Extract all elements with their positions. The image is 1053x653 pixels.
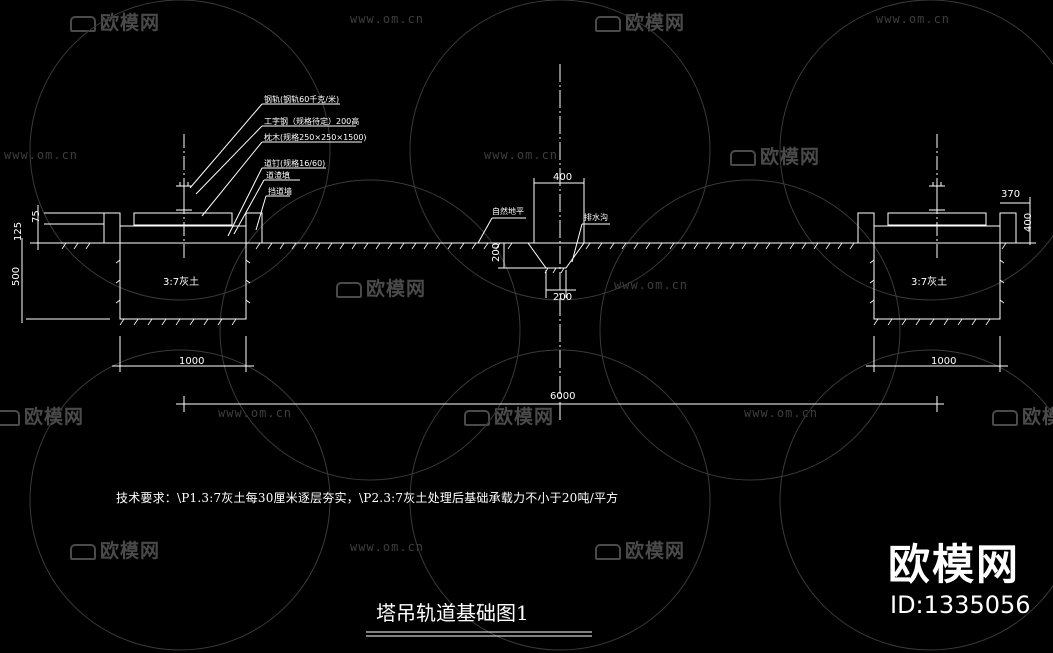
label-sleeper: 枕木(规格250×250×1500): [264, 133, 367, 142]
label-natural-ground: 自然地平: [492, 207, 524, 216]
brand-overlay-id: ID:1335056: [890, 591, 1031, 619]
watermark-url: www.om.cn: [484, 148, 559, 162]
watermark-brand: 欧模网: [70, 8, 160, 35]
watermark-brand: 欧模网: [0, 402, 84, 429]
left-curb-right: [245, 212, 263, 244]
dim-right-400: 400: [1023, 212, 1034, 232]
label-i-beam: 工字钢（规格待定）200高: [264, 117, 360, 126]
label-rail: 钢轨(钢轨60千克/米): [264, 95, 340, 104]
watermark-brand: 欧模网: [595, 536, 685, 563]
watermark-brand: 欧模网: [595, 8, 685, 35]
watermark-logo-icon: [595, 543, 621, 560]
watermark-brand: 欧模网: [992, 402, 1053, 429]
label-soil-left: 3:7灰土: [163, 277, 200, 288]
watermark-brand: 欧模网: [336, 274, 426, 301]
watermark-logo-icon: [70, 15, 96, 32]
watermark-logo-icon: [464, 409, 490, 426]
watermark-logo-icon: [70, 543, 96, 560]
leader-ibeam: [195, 125, 356, 195]
leader-bolt: [227, 167, 326, 237]
leader-ground: [477, 217, 526, 244]
label-curb: 挡道墙: [268, 187, 292, 196]
dim-left-500: 500: [11, 266, 22, 286]
dim-right-width: 1000: [931, 356, 957, 367]
leader-curb: [255, 195, 290, 231]
watermark-brand: 欧模网: [464, 402, 554, 429]
watermark-url: www.om.cn: [4, 148, 79, 162]
label-soil-right: 3:7灰土: [911, 277, 948, 288]
dim-ditch-top: 400: [553, 172, 573, 183]
left-foundation-hatch: [115, 259, 251, 326]
brand-overlay-name: 欧模网: [888, 540, 1021, 589]
leader-ballast: [233, 179, 300, 235]
watermark-url: www.om.cn: [350, 12, 425, 26]
dim-left-125: 125: [13, 221, 24, 241]
leader-sleeper: [201, 141, 362, 217]
watermark-logo-icon: [0, 409, 20, 426]
right-foundation: [873, 242, 1001, 320]
dim-left-width: 1000: [179, 356, 205, 367]
watermark-logo-icon: [992, 409, 1018, 426]
ground-hatch: [61, 242, 1007, 250]
right-curb-left: [857, 212, 875, 244]
watermark-url: www.om.cn: [744, 406, 819, 420]
dim-ditch-depth: 200: [491, 242, 502, 262]
right-foundation-hatch: [869, 259, 1005, 326]
watermark-url: www.om.cn: [218, 406, 293, 420]
watermark-url: www.om.cn: [876, 12, 951, 26]
leader-ditch: [571, 223, 610, 263]
watermark-logo-icon: [336, 281, 362, 298]
right-curb-right: [999, 212, 1017, 244]
dim-overall: 6000: [550, 391, 576, 402]
label-ballast: 道渣填: [266, 171, 290, 180]
watermark-brand: 欧模网: [730, 142, 820, 169]
left-curb-left: [103, 212, 121, 244]
label-bolt: 道钉(规格16/60): [264, 159, 326, 168]
label-drain-ditch: 排水沟: [584, 213, 608, 222]
watermark-logo-icon: [595, 15, 621, 32]
watermark-brand: 欧模网: [70, 536, 160, 563]
dim-right-370: 370: [1001, 189, 1021, 200]
dim-left-75: 75: [31, 210, 42, 223]
left-foundation: [119, 242, 247, 320]
watermark-logo-icon: [730, 149, 756, 166]
left-sleeper: [133, 212, 233, 226]
drawing-title: 塔吊轨道基础图1: [376, 601, 529, 625]
leader-rail: [189, 103, 340, 189]
technical-requirements: 技术要求：\P1.3:7灰土每30厘米逐层夯实，\P2.3:7灰土处理后基础承载…: [116, 491, 619, 505]
dim-ditch-bottom: 200: [553, 292, 573, 303]
watermark-url: www.om.cn: [350, 540, 425, 554]
